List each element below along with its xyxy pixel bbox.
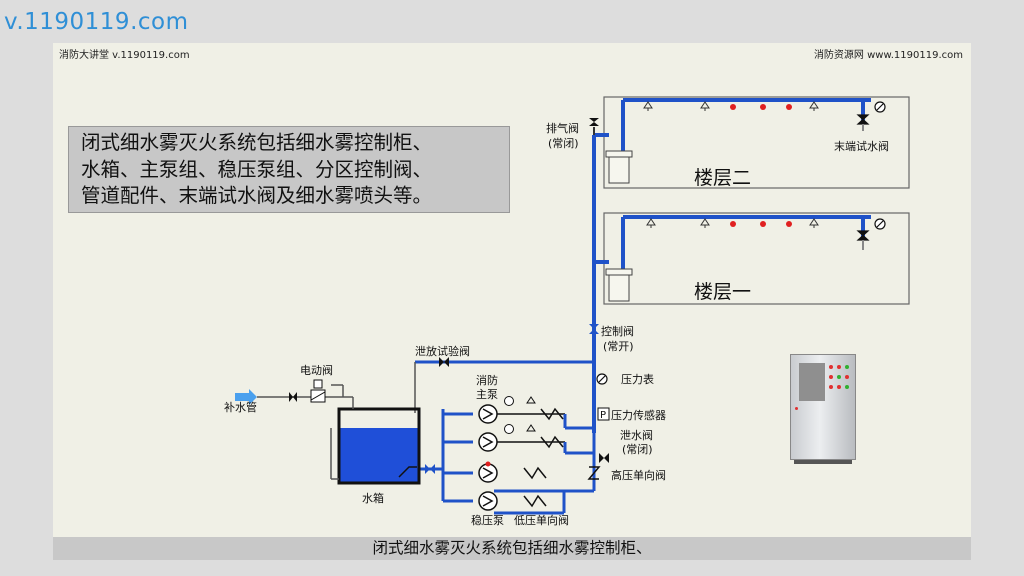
nozzle-active-icon	[786, 104, 792, 110]
water-tank	[337, 407, 421, 485]
hp-check-valve-icon	[587, 466, 601, 480]
lamp-icon	[795, 407, 798, 410]
check-valve-icon	[523, 494, 547, 508]
main-pump-2	[478, 424, 567, 453]
floor1-pipe	[621, 215, 865, 271]
relief-valve-label: 泄水阀	[620, 428, 653, 442]
nozzle-icon	[809, 101, 819, 111]
suction-pipe	[419, 409, 473, 503]
relief-valve-state-label: (常闭)	[622, 443, 653, 456]
header-right-text: 消防资源网 www.1190119.com	[813, 50, 963, 61]
suction-valve-icon	[425, 464, 435, 474]
nozzle-icon	[526, 424, 536, 432]
electric-valve-label: 电动阀	[300, 363, 333, 377]
makeup-pipe	[257, 384, 354, 480]
floor2-nozzles	[643, 101, 819, 111]
gauge-icon	[504, 396, 514, 406]
nozzle-icon	[643, 101, 653, 111]
exhaust-valve-label: 排气阀	[546, 121, 579, 135]
main-pump-label-1: 消防	[476, 373, 498, 387]
check-valve-icon	[540, 407, 564, 421]
description-line: 管道配件、末端试水阀及细水雾喷头等。	[81, 184, 433, 207]
lp-check-valve-label: 低压单向阀	[514, 513, 569, 527]
nozzle-icon	[646, 218, 656, 228]
lamp-icon	[845, 385, 849, 389]
cabinet-base	[794, 460, 852, 464]
description-line: 闭式细水雾灭火系统包括细水雾控制柜、	[81, 131, 433, 154]
zone-valve-box-floor1	[608, 272, 630, 302]
control-valve-icon	[589, 324, 599, 334]
riser-pipe	[592, 133, 609, 433]
nozzle-active-icon	[786, 221, 792, 227]
nozzle-icon	[809, 218, 819, 228]
control-valve-state-label: (常开)	[603, 340, 634, 353]
end-test-valve-floor2	[856, 98, 886, 131]
pressure-sensor-label: 压力传感器	[611, 409, 666, 422]
makeup-arrow-icon	[235, 389, 257, 405]
pressure-sensor-icon	[597, 407, 610, 421]
nozzle-active-icon	[730, 104, 736, 110]
relief-valve-icon	[599, 453, 609, 463]
lamp-icon	[829, 365, 833, 369]
cabinet-panel	[799, 363, 825, 401]
nozzle-icon	[700, 218, 710, 228]
exhaust-valve-icon	[589, 118, 599, 135]
slide: 消防大讲堂 v.1190119.com 消防资源网 www.1190119.co…	[53, 43, 971, 560]
floor2-label: 楼层二	[694, 167, 751, 189]
lamp-icon	[845, 365, 849, 369]
description-line: 水箱、主泵组、稳压泵组、分区控制阀、	[81, 157, 433, 181]
water-tank-label: 水箱	[362, 491, 384, 505]
nozzle-active-icon	[730, 221, 736, 227]
end-test-valve-label: 末端试水阀	[834, 139, 889, 153]
jockey-pump-1	[478, 461, 547, 483]
header-left-text: 消防大讲堂 v.1190119.com	[59, 50, 190, 61]
drain-test-pipe	[414, 357, 594, 413]
lamp-icon	[837, 375, 841, 379]
pressure-gauge-icon	[596, 373, 608, 385]
makeup-valve-icon	[289, 392, 297, 402]
nozzle-active-icon	[760, 221, 766, 227]
control-cabinet	[790, 354, 856, 460]
floor2-pipe	[621, 98, 865, 151]
lamp-icon	[837, 365, 841, 369]
makeup-pipe-label: 补水管	[224, 400, 257, 414]
floor1-label: 楼层一	[694, 281, 751, 303]
lamp-icon	[829, 385, 833, 389]
lamp-icon	[837, 385, 841, 389]
pressure-gauge-label: 压力表	[621, 372, 654, 386]
main-pump-label-2: 主泵	[476, 388, 498, 401]
hp-check-valve-label: 高压单向阀	[611, 468, 666, 482]
lamp-icon	[829, 375, 833, 379]
check-valve-icon	[523, 466, 547, 480]
exhaust-valve-state-label: (常闭)	[548, 137, 579, 150]
nozzle-icon	[526, 396, 536, 404]
drain-test-valve-icon	[439, 357, 449, 367]
drain-test-valve-label: 泄放试验阀	[415, 344, 470, 358]
floor1-room	[603, 212, 910, 305]
electric-valve-icon	[310, 379, 326, 403]
floor1-nozzles	[646, 218, 819, 228]
pump-header-pipe	[494, 426, 596, 515]
control-valve-label: 控制阀	[601, 324, 634, 338]
subtitle-bar: 闭式细水雾灭火系统包括细水雾控制柜、	[53, 537, 971, 560]
end-test-valve-floor1	[856, 215, 886, 250]
floor2-room	[603, 96, 910, 189]
jockey-pump-label: 稳压泵	[471, 513, 504, 527]
zone-valve-box-floor2	[608, 154, 630, 184]
lamp-icon	[845, 375, 849, 379]
description-box: 闭式细水雾灭火系统包括细水雾控制柜、 水箱、主泵组、稳压泵组、分区控制阀、 管道…	[68, 126, 510, 213]
water-mist-system-diagram: 排气阀 (常闭) 末端试水阀 楼层二 楼层一 控制阀 (常开) 泄放试验阀 压力…	[224, 96, 910, 527]
nozzle-active-icon	[760, 104, 766, 110]
jockey-pump-2	[478, 491, 547, 511]
pressure-sensor-symbol: P	[600, 410, 606, 421]
main-pump-1	[478, 396, 567, 428]
gauge-icon	[504, 424, 514, 434]
nozzle-icon	[700, 101, 710, 111]
site-url[interactable]: v.1190119.com	[4, 9, 189, 35]
check-valve-icon	[540, 435, 564, 449]
